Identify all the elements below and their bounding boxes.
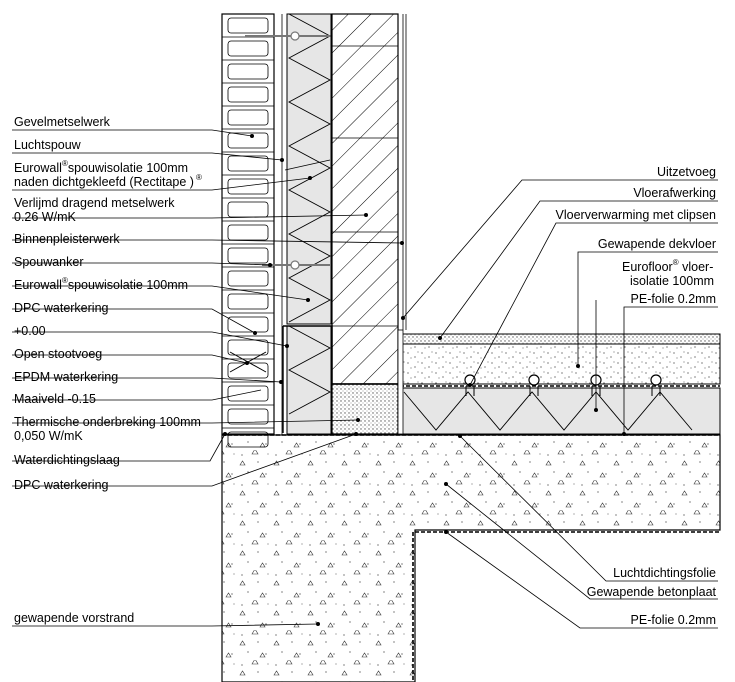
label-dpc-2: DPC waterkering <box>14 478 109 492</box>
label-eurowall-1-line2: naden dichtgekleefd (Rectitape )® <box>14 173 202 189</box>
label-eurowall-2: Eurowall®spouwisolatie 100mm <box>14 276 188 292</box>
thermal-break-block <box>331 383 399 435</box>
label-eurowall-1: Eurowall®spouwisolatie 100mm <box>14 159 188 175</box>
label-eurofloor-2: isolatie 100mm <box>630 274 714 288</box>
label-gevelmetselwerk: Gevelmetselwerk <box>14 115 111 129</box>
label-peil: +0.00 <box>14 324 46 338</box>
label-thermisch-1: Thermische onderbreking 100mm <box>14 415 201 429</box>
label-vloerverwarming: Vloerverwarming met clipsen <box>556 208 717 222</box>
floor-buildup <box>397 329 721 435</box>
label-dpc-1: DPC waterkering <box>14 301 109 315</box>
labels-right: Uitzetvoeg Vloerafwerking Vloerverwarmin… <box>556 165 717 627</box>
label-vloerafwerking: Vloerafwerking <box>633 186 716 200</box>
label-spouwanker: Spouwanker <box>14 255 84 269</box>
labels-left: Gevelmetselwerk Luchtspouw Eurowall®spou… <box>14 115 202 625</box>
label-luchtdichting: Luchtdichtingsfolie <box>613 566 716 580</box>
floor-finish <box>399 333 721 345</box>
label-waterdichting: Waterdichtingslaag <box>14 453 120 467</box>
leader-lines-left <box>12 129 403 627</box>
expansion-joint <box>397 329 404 435</box>
label-verlijmd-2: 0.26 W/mK <box>14 210 76 224</box>
leader-dots-right <box>401 316 626 534</box>
label-verlijmd-1: Verlijmd dragend metselwerk <box>14 196 175 210</box>
label-betonplaat: Gewapende betonplaat <box>587 585 717 599</box>
leader-dots-left <box>223 134 404 626</box>
label-luchtspouw: Luchtspouw <box>14 138 82 152</box>
epdm-membrane <box>283 325 400 385</box>
wall-tie-lower <box>262 260 330 270</box>
label-epdm: EPDM waterkering <box>14 370 118 384</box>
facade-brickwork <box>221 13 275 448</box>
label-dekvloer: Gewapende dekvloer <box>598 237 716 251</box>
leader-lines-right <box>402 179 718 629</box>
cavity-insulation <box>286 13 332 435</box>
label-thermisch-2: 0,050 W/mK <box>14 429 83 443</box>
label-stootvoeg: Open stootvoeg <box>14 347 102 361</box>
label-uitzetvoeg: Uitzetvoeg <box>657 165 716 179</box>
label-binnenpleisterwerk: Binnenpleisterwerk <box>14 232 120 246</box>
label-eurofloor-1: Eurofloor® vloer- <box>622 258 713 274</box>
label-maaiveld: Maaiveld -0.15 <box>14 392 96 406</box>
reinforced-screed <box>399 343 721 385</box>
wall-tie-upper <box>245 31 330 41</box>
label-vorstrand: gewapende vorstrand <box>14 611 134 625</box>
label-pefolie-1: PE-folie 0.2mm <box>631 292 716 306</box>
concrete-foundation <box>221 434 721 682</box>
label-pefolie-2: PE-folie 0.2mm <box>631 613 716 627</box>
eurofloor-insulation <box>399 387 721 435</box>
inner-masonry <box>331 13 399 435</box>
